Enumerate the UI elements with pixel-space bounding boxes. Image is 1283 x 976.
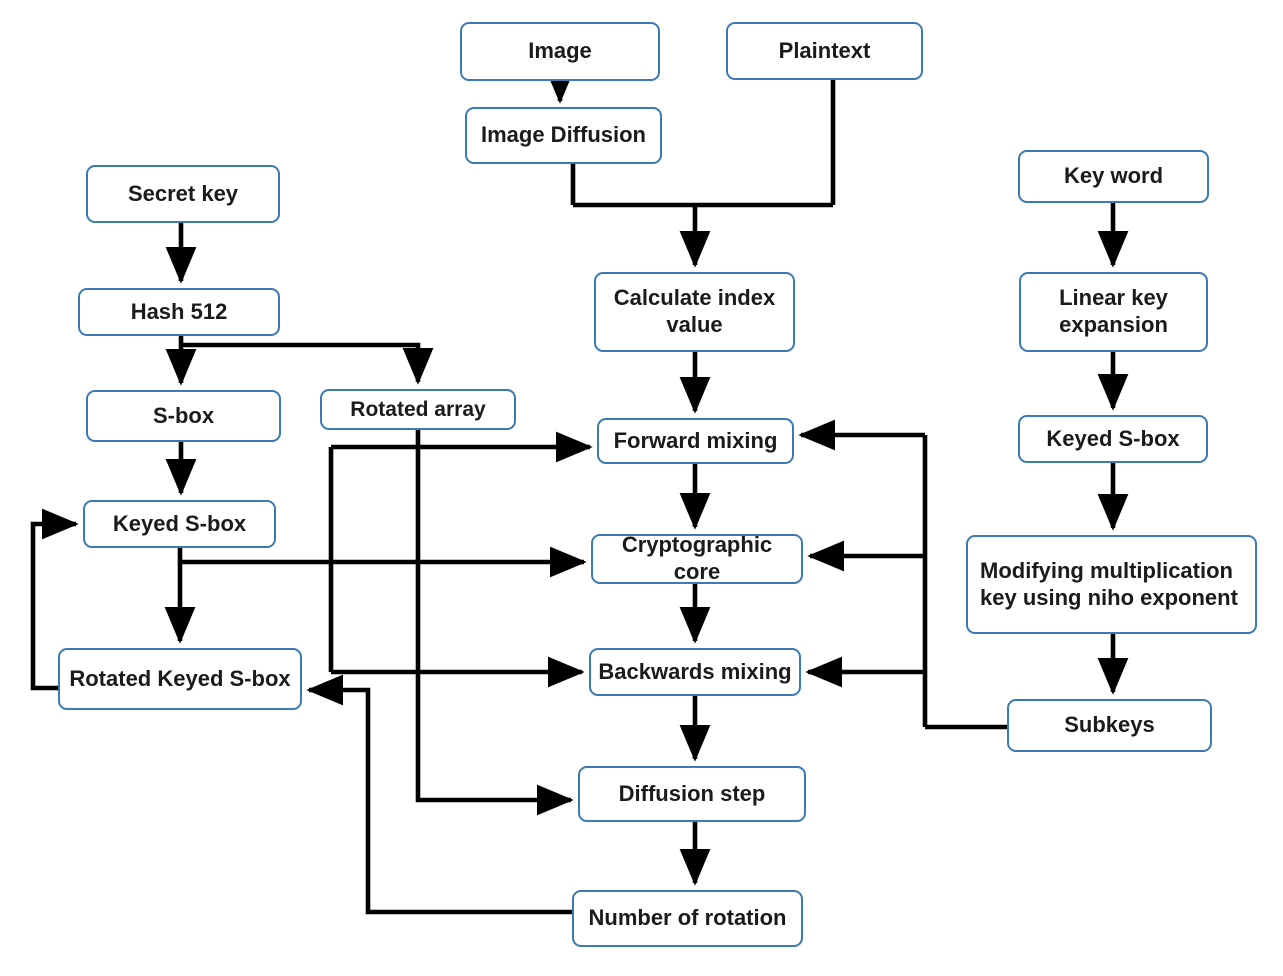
node-calculate-index-value-label: Calculate index value xyxy=(613,285,776,337)
node-backwards-mixing[interactable]: Backwards mixing xyxy=(589,648,801,696)
node-keyed-s-box-right-label: Keyed S-box xyxy=(1046,425,1180,451)
node-image-label: Image xyxy=(528,38,592,64)
node-key-word-label: Key word xyxy=(1063,163,1164,189)
node-backwards-mixing-label: Backwards mixing xyxy=(598,658,792,684)
node-keyed-s-box-left-label: Keyed S-box xyxy=(112,510,247,536)
node-subkeys[interactable]: Subkeys xyxy=(1007,699,1212,752)
node-cryptographic-core-label: Cryptographic core xyxy=(621,532,773,584)
node-subkeys-label: Subkeys xyxy=(1064,712,1155,738)
node-keyed-s-box-right[interactable]: Keyed S-box xyxy=(1018,415,1208,463)
node-image-diffusion[interactable]: Image Diffusion xyxy=(465,107,662,164)
node-modifying-multiplication-key[interactable]: Modifying multiplication key using niho … xyxy=(966,535,1257,634)
node-image[interactable]: Image xyxy=(460,22,660,81)
node-diffusion-step[interactable]: Diffusion step xyxy=(578,766,806,822)
node-s-box-label: S-box xyxy=(152,402,215,428)
node-image-diffusion-label: Image Diffusion xyxy=(480,122,646,148)
edge-hash-to-rotatedarray xyxy=(181,342,434,385)
node-plaintext-label: Plaintext xyxy=(778,37,871,63)
node-secret-key[interactable]: Secret key xyxy=(86,165,280,223)
node-rotated-keyed-s-box[interactable]: Rotated Keyed S-box xyxy=(58,648,302,710)
node-number-of-rotation-label: Number of rotation xyxy=(588,905,787,931)
node-plaintext[interactable]: Plaintext xyxy=(726,22,923,80)
node-calculate-index-value[interactable]: Calculate index value xyxy=(594,272,795,352)
edge-numrotation-to-rotatedkeyed xyxy=(306,674,572,915)
node-linear-key-expansion[interactable]: Linear key expansion xyxy=(1019,272,1208,352)
node-forward-mixing[interactable]: Forward mixing xyxy=(597,418,794,464)
node-cryptographic-core[interactable]: Cryptographic core xyxy=(591,532,803,584)
node-number-of-rotation[interactable]: Number of rotation xyxy=(572,890,803,947)
node-rotated-array-label: Rotated array xyxy=(350,397,486,421)
node-rotated-keyed-s-box-label: Rotated Keyed S-box xyxy=(69,665,291,691)
node-secret-key-label: Secret key xyxy=(127,180,239,206)
edge-rotatedarray-to-diffusion xyxy=(415,430,574,816)
node-linear-key-expansion-label: Linear key expansion xyxy=(1059,285,1168,337)
node-key-word[interactable]: Key word xyxy=(1018,150,1209,203)
node-keyed-s-box-left[interactable]: Keyed S-box xyxy=(83,500,276,548)
node-modifying-multiplication-key-label: Modifying multiplication key using niho … xyxy=(980,557,1238,610)
node-hash-512-label: Hash 512 xyxy=(130,298,228,324)
node-s-box[interactable]: S-box xyxy=(86,390,281,442)
node-diffusion-step-label: Diffusion step xyxy=(618,780,766,806)
node-hash-512[interactable]: Hash 512 xyxy=(78,288,280,336)
node-rotated-array[interactable]: Rotated array xyxy=(320,389,516,430)
node-forward-mixing-label: Forward mixing xyxy=(613,427,778,453)
